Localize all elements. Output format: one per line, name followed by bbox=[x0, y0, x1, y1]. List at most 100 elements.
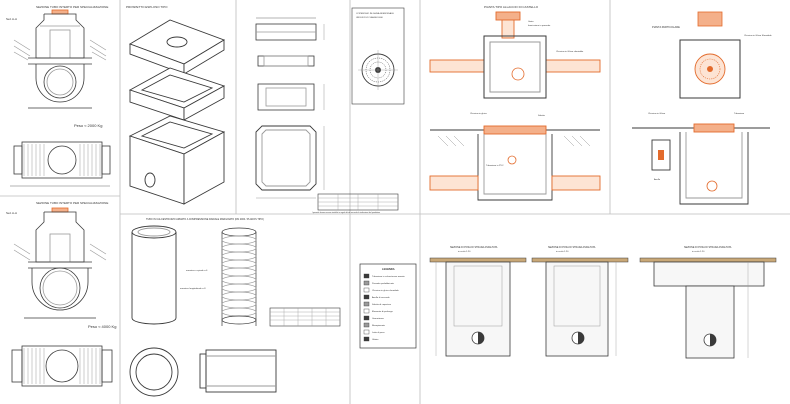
legend-swatch bbox=[363, 273, 370, 279]
plan-right-title: PIANTA PARTICOLARE bbox=[652, 25, 680, 29]
pipe-section-2-weight: Peso ≈ 4000 Kg bbox=[88, 324, 116, 329]
legend-item-label: Riempimento bbox=[372, 324, 386, 327]
reinforced-pipe-title: TUBO IN CALCESTRUZZO ARMATO A COMPRESSIO… bbox=[146, 218, 264, 221]
plan-inlet bbox=[511, 67, 525, 81]
section-right-panel: Chiusino in Ghisa Tubazione Anello bbox=[632, 113, 770, 205]
ground-hatching-2 bbox=[13, 243, 107, 261]
pipe-section-1-title: SEZIONE TUBO INTERTO PER SPECIALIZZAZION… bbox=[36, 5, 108, 9]
reinforcement-cage bbox=[221, 227, 257, 326]
plan-label-1: Grata bbox=[528, 20, 534, 23]
box-frame bbox=[128, 67, 226, 121]
element-base-plan bbox=[255, 125, 317, 191]
dimension-lines bbox=[256, 24, 325, 199]
plan-right-label-1: Chiusino in Ghisa Sferoidale bbox=[744, 34, 772, 37]
section-label-1: Chiusino in ghisa bbox=[470, 113, 487, 115]
legend-swatch bbox=[363, 336, 370, 342]
exploded-box-title: PROSPETTO ESPLOSO TIPO bbox=[126, 5, 168, 9]
trench-2-subtitle: in scala 1:20 bbox=[556, 251, 569, 253]
cover-plate bbox=[358, 50, 398, 90]
cover-caption-line-1: COPERCHIO IN GHISA SFEROIDALE bbox=[356, 12, 394, 15]
element-frame-view bbox=[257, 55, 315, 67]
legend-swatch bbox=[363, 301, 370, 307]
element-elevations-panel: I pozzetti devono essere installati a re… bbox=[255, 17, 399, 214]
section-inlet bbox=[507, 155, 517, 165]
exploded-box-panel: PROSPETTO ESPLOSO TIPO bbox=[126, 5, 226, 205]
plan-right-panel: PIANTA PARTICOLARE Chiusino in Ghisa Sfe… bbox=[652, 11, 772, 99]
manhole-elevation bbox=[28, 9, 92, 109]
pipe-data-table bbox=[269, 307, 341, 327]
box-base bbox=[128, 115, 226, 205]
pipe-longitudinal-section bbox=[199, 349, 277, 393]
legend-item-label: Elemento di prolunga bbox=[372, 310, 393, 313]
pipe-plan-2 bbox=[11, 345, 113, 387]
legend-item-label: Anello di raccordo bbox=[372, 296, 390, 299]
section-right-label-1: Chiusino in Ghisa bbox=[648, 113, 666, 115]
plan-pipes bbox=[429, 11, 601, 73]
legend-item-label: Tubazione in calcestruzzo armato bbox=[372, 275, 405, 278]
cover-caption-line-2: UNI EN 124 CLASSE D400 bbox=[356, 16, 384, 19]
element-top-view bbox=[255, 17, 317, 41]
legend-swatch bbox=[363, 308, 370, 314]
section-right-label-3: Anello bbox=[654, 178, 661, 181]
reinforced-pipe-panel: TUBO IN CALCESTRUZZO ARMATO A COMPRESSIO… bbox=[129, 218, 341, 397]
cage-label-1: armatura a spirale ø 6 bbox=[186, 269, 208, 272]
pipe-section-1-weight: Peso ≈ 2000 Kg bbox=[74, 123, 102, 128]
section-connection-panel: Chiusino in ghisa Soletta Tubazione in P… bbox=[429, 113, 601, 201]
section-pipes bbox=[429, 175, 601, 191]
legend-swatch bbox=[363, 280, 370, 286]
trench-3-subtitle: in scala 1:20 bbox=[692, 251, 705, 253]
legend-item-label: Chiusino in ghisa sferoidale bbox=[372, 289, 400, 292]
trench-section-3: SEZIONE DI POSA DI STRADA ASFALTATA in s… bbox=[639, 246, 777, 359]
legend-swatch bbox=[363, 315, 370, 321]
section-label-2: Soletta bbox=[538, 114, 546, 117]
plan-connection-panel: PIANTA TIPO ALLACCIO DI CASTELLO Grata I… bbox=[429, 5, 601, 99]
legend-item-label: Pozzetto prefabbricato bbox=[372, 282, 395, 285]
pipe-section-2-tag: Sez.A-A bbox=[6, 211, 17, 215]
pipe-section-panel-2: SEZIONE TUBO INTERTO PER SPECIALIZZAZION… bbox=[6, 201, 116, 387]
plan-right-riser bbox=[697, 11, 723, 27]
section-right-label-2: Tubazione bbox=[734, 113, 745, 115]
plan-label-3: Chiusino in Ghisa sferoidale bbox=[556, 50, 584, 53]
section-right-chamber bbox=[632, 123, 770, 205]
legend-swatch bbox=[363, 322, 370, 328]
section-label-3: Tubazione in PVC bbox=[486, 165, 504, 167]
pipe-elevation-3d bbox=[131, 225, 177, 325]
legend-item-label: Ghiaia bbox=[372, 339, 379, 341]
legend-panel: LEGENDA Tubazione in calcestruzzo armato… bbox=[359, 263, 417, 349]
plan-chamber bbox=[483, 35, 547, 99]
section-chamber bbox=[430, 125, 600, 201]
pipe-section-1-tag: Sez.A-A bbox=[6, 17, 17, 21]
pipe-section-panel-1: SEZIONE TUBO INTERTO PER SPECIALIZZAZION… bbox=[6, 5, 111, 187]
box-lid bbox=[128, 19, 226, 75]
trench-1-title: SEZIONE DI POSA DI STRADA ASFALTATA bbox=[450, 246, 498, 249]
pipe-cross-section bbox=[129, 347, 179, 397]
legend-swatch bbox=[363, 329, 370, 335]
legend-title: LEGENDA bbox=[382, 267, 395, 271]
pipe-plan-1 bbox=[10, 141, 111, 187]
trench-section-2: SEZIONE DI POSA DI STRADA ASFALTATA in s… bbox=[531, 246, 629, 357]
legend-item-label: Soletta di copertura bbox=[372, 303, 392, 306]
plan-connection-title: PIANTA TIPO ALLACCIO DI CASTELLO bbox=[484, 5, 539, 9]
trench-3-title: SEZIONE DI POSA DI STRADA ASFALTATA bbox=[684, 246, 732, 249]
section-hatching bbox=[437, 135, 591, 147]
plan-label-2: Immissione in pozzetto bbox=[528, 24, 551, 27]
manhole-elevation-2 bbox=[24, 207, 96, 319]
element-collar-view bbox=[257, 83, 315, 111]
pipe-section-2-title: SEZIONE TUBO INTERTO PER SPECIALIZZAZION… bbox=[36, 201, 108, 205]
ground-hatching bbox=[13, 39, 107, 61]
legend-swatch bbox=[363, 287, 370, 293]
trench-2-title: SEZIONE DI POSA DI STRADA ASFALTATA bbox=[548, 246, 596, 249]
cover-detail-panel: COPERCHIO IN GHISA SFEROIDALE UNI EN 124… bbox=[351, 7, 405, 105]
trench-section-1: SEZIONE DI POSA DI STRADA ASFALTATA in s… bbox=[429, 246, 527, 357]
legend-item-label: Letto di posa bbox=[372, 331, 385, 334]
cage-label-2: armatura longitudinale ø 8 bbox=[180, 287, 206, 290]
elements-table bbox=[317, 193, 399, 211]
trench-1-subtitle: in scala 1:20 bbox=[458, 251, 471, 253]
section-right-marker bbox=[658, 150, 664, 160]
legend-item-label: Guarnizione bbox=[372, 317, 385, 320]
legend-swatch bbox=[363, 294, 370, 300]
elements-note: I pozzetti devono essere installati a re… bbox=[312, 211, 380, 214]
plan-right-chamber bbox=[679, 39, 741, 99]
